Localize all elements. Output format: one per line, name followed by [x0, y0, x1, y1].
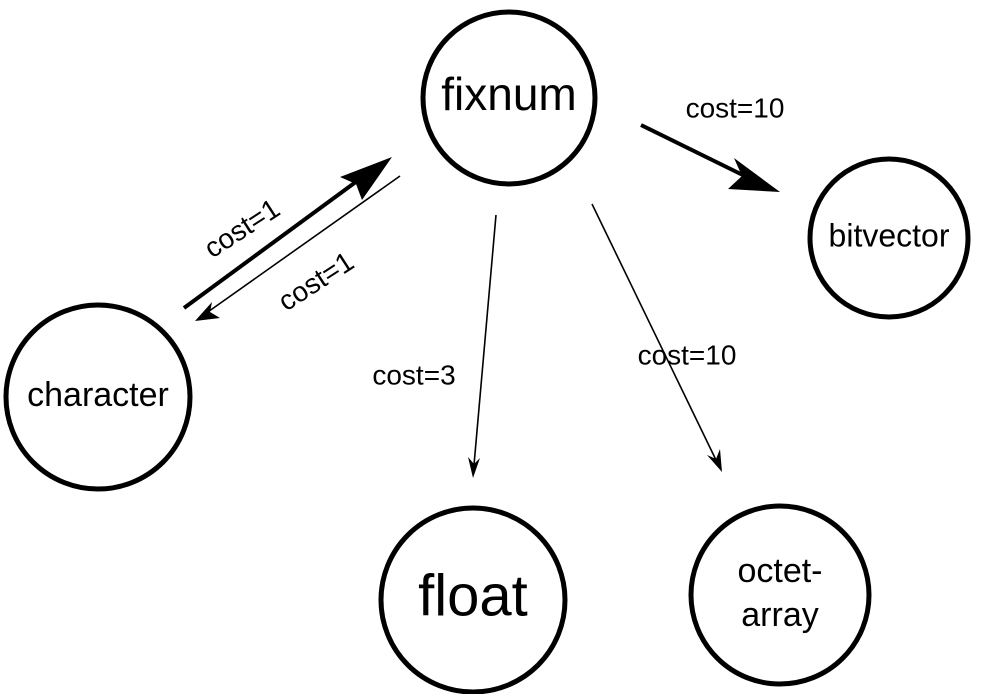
edge-fixnum-to-octet-array	[591, 203, 722, 472]
node-bitvector: bitvector	[807, 156, 971, 320]
node-fixnum: fixnum	[420, 9, 598, 187]
edge-fixnum-to-character	[195, 175, 401, 321]
node-label-bitvector: bitvector	[829, 217, 950, 253]
edge-fixnum-to-float	[468, 214, 497, 478]
node-label-octet-array-line2: array	[741, 596, 818, 634]
node-label-fixnum: fixnum	[441, 68, 576, 120]
edge-label-fixnum-to-float: cost=3	[372, 359, 455, 390]
node-octet-array: octet- array	[688, 503, 872, 687]
node-float: float	[378, 505, 568, 694]
node-label-character: character	[27, 376, 169, 414]
edge-fixnum-to-bitvector	[640, 123, 780, 192]
edge-label-fixnum-to-octet-array: cost=10	[638, 339, 737, 370]
node-label-octet-array-line1: octet-	[737, 552, 822, 590]
node-character: character	[3, 302, 193, 492]
node-label-float: float	[418, 563, 528, 628]
edge-character-to-fixnum	[182, 157, 392, 310]
edge-label-character-to-fixnum: cost=1	[198, 193, 285, 264]
edge-label-fixnum-to-bitvector: cost=10	[686, 92, 785, 123]
